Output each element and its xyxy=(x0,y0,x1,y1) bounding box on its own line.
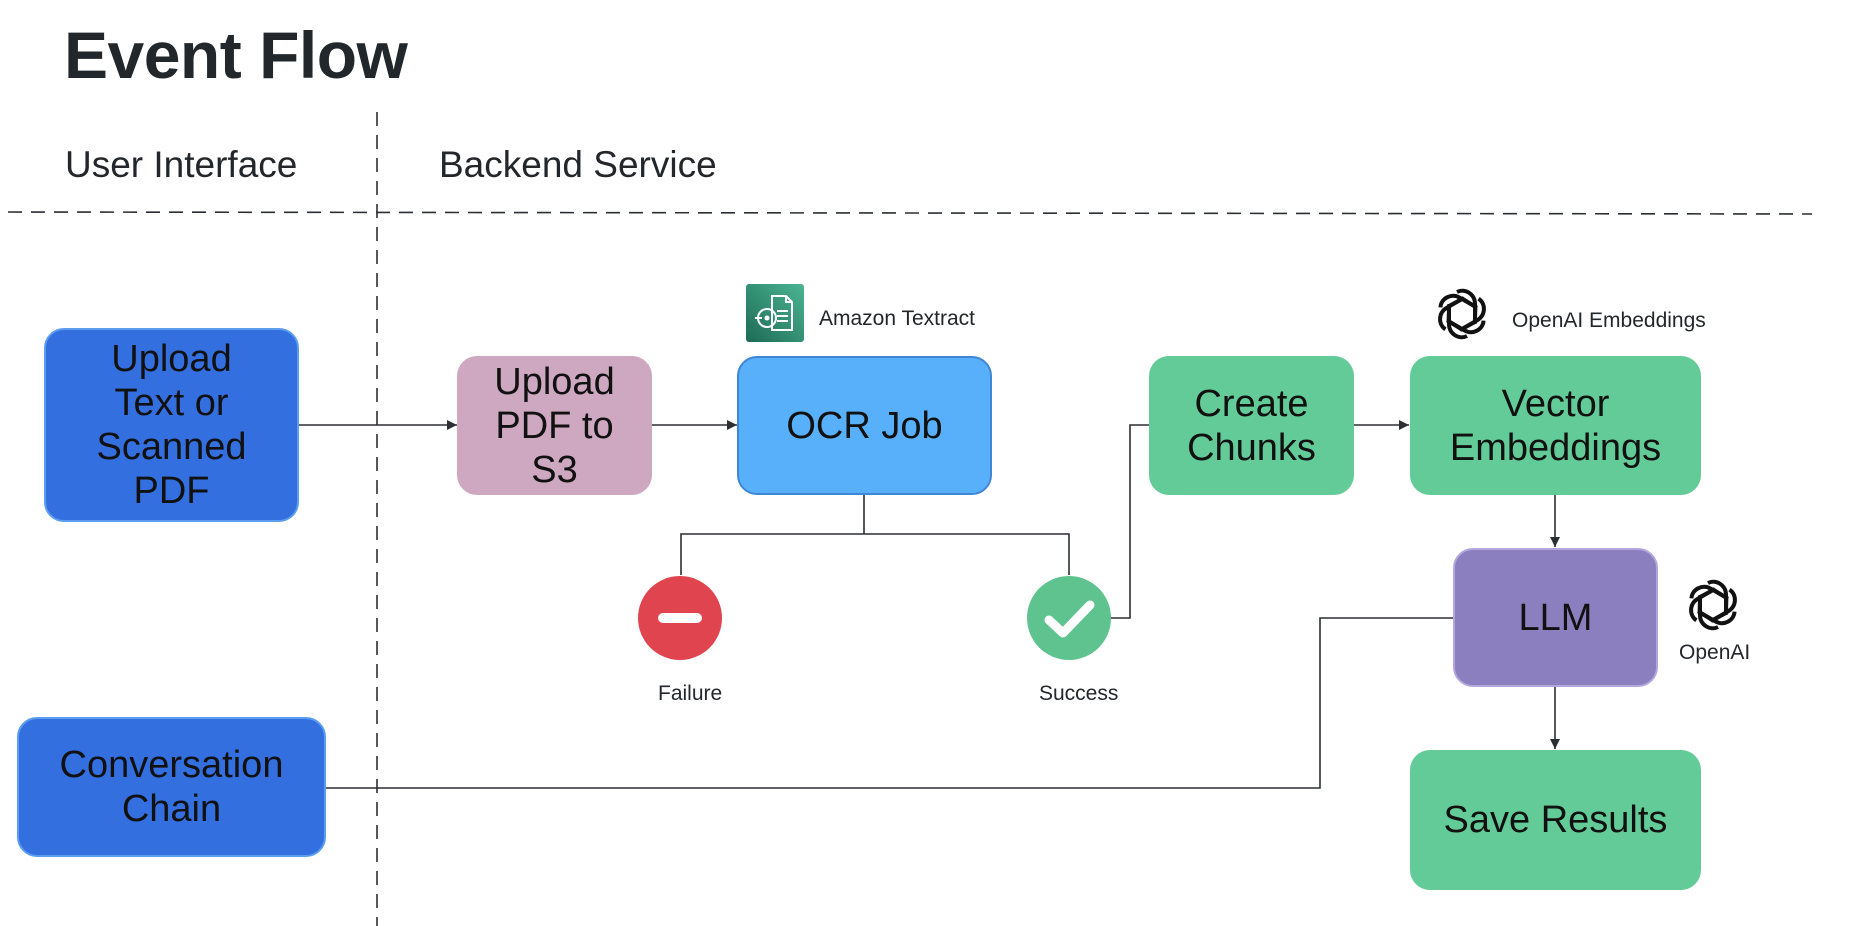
connector-ocr-split xyxy=(680,494,1070,575)
openai-logo-icon xyxy=(1432,284,1492,344)
node-llm[interactable]: LLM xyxy=(1453,548,1658,687)
lane-divider-horizontal xyxy=(7,211,1813,215)
minus-circle-icon xyxy=(638,576,722,660)
openai-logo-icon xyxy=(1683,575,1743,635)
node-create-chunks[interactable]: Create Chunks xyxy=(1149,356,1354,495)
node-vector-embeddings[interactable]: Vector Embeddings xyxy=(1410,356,1701,495)
node-conversation-chain[interactable]: Conversation Chain xyxy=(17,717,326,857)
node-ocr-job[interactable]: OCR Job xyxy=(737,356,992,495)
failure-label: Failure xyxy=(658,682,723,705)
connector-success-to-chunks xyxy=(1111,424,1149,619)
openai-label: OpenAI xyxy=(1679,641,1751,664)
lane-label-user-interface: User Interface xyxy=(65,144,298,185)
amazon-textract-icon xyxy=(746,284,804,342)
check-circle-icon xyxy=(1027,576,1111,660)
amazon-textract-label: Amazon Textract xyxy=(819,307,976,330)
connector-conversation-to-llm xyxy=(325,617,1454,789)
node-save-results[interactable]: Save Results xyxy=(1410,750,1701,890)
openai-embeddings-label: OpenAI Embeddings xyxy=(1512,309,1706,332)
node-upload-text-or-scanned-pdf[interactable]: Upload Text or Scanned PDF xyxy=(44,328,299,522)
page-title: Event Flow xyxy=(64,18,408,92)
success-label: Success xyxy=(1039,682,1119,705)
node-upload-pdf-to-s3[interactable]: Upload PDF to S3 xyxy=(457,356,652,495)
lane-label-backend-service: Backend Service xyxy=(439,144,717,185)
